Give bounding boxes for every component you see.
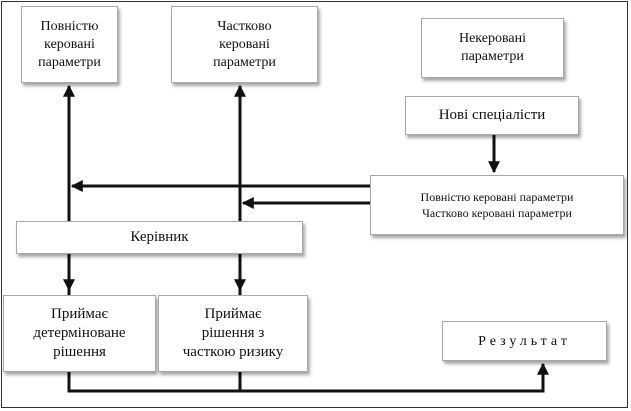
node-deterministic-decision: Приймає детерміноване рішення bbox=[3, 295, 156, 372]
node-fully-controlled-params: Повністю керовані параметри bbox=[21, 6, 118, 83]
arrow-decisions-to-result bbox=[67, 362, 549, 393]
node-result: Результат bbox=[442, 321, 607, 361]
node-risk-decision: Приймає рішення з часткою ризику bbox=[158, 295, 308, 372]
node-params-list: Повністю керовані параметри Частково кер… bbox=[370, 175, 624, 235]
node-manager: Керівник bbox=[16, 221, 303, 254]
node-partially-controlled-params: Частково керовані параметри bbox=[171, 6, 318, 83]
node-uncontrolled-params: Некеровані параметри bbox=[421, 18, 564, 78]
node-new-specialists: Нові спеціалісти bbox=[405, 96, 579, 135]
